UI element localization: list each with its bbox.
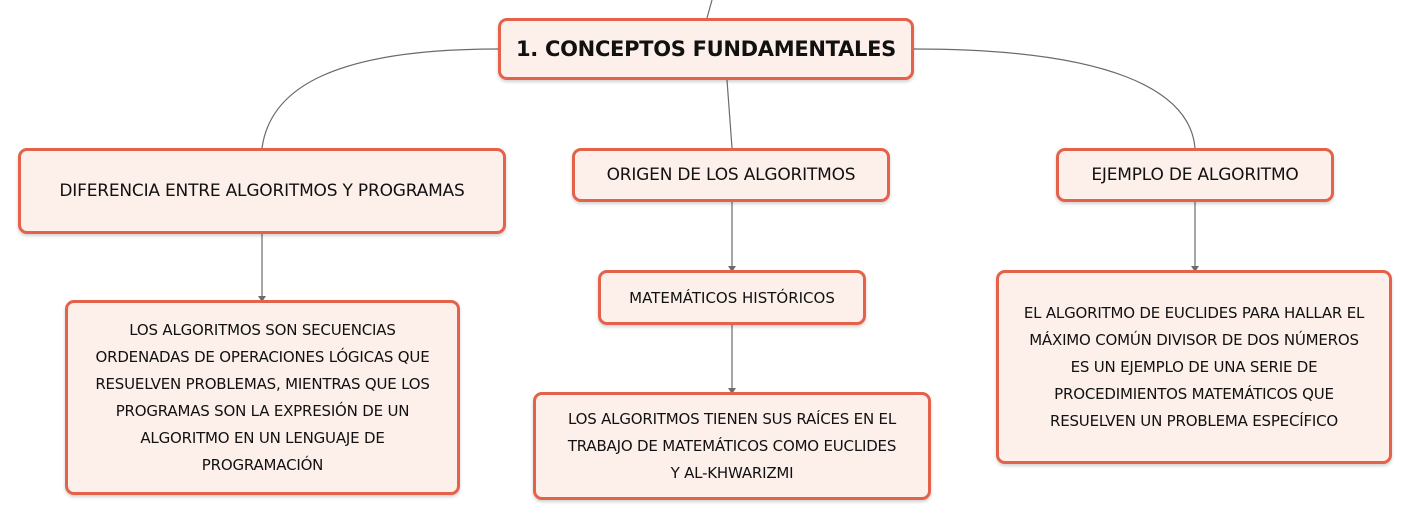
- text-line: Y AL-KHWARIZMI: [670, 463, 794, 482]
- text-line: TRABAJO DE MATEMÁTICOS COMO EUCLIDES: [567, 436, 897, 455]
- text-line: RESUELVEN UN PROBLEMA ESPECÍFICO: [1049, 411, 1338, 430]
- text-line: ES UN EJEMPLO DE UNA SERIE DE: [1070, 357, 1318, 376]
- node-label: ORIGEN DE LOS ALGORITMOS: [606, 165, 856, 185]
- text-line: PROGRAMACIÓN: [201, 455, 324, 474]
- node-ejemplo-description[interactable]: EL ALGORITMO DE EUCLIDES PARA HALLAR EL …: [996, 270, 1392, 464]
- root-label: 1. CONCEPTOS FUNDAMENTALES: [516, 37, 896, 61]
- connector-root-origen: [726, 79, 733, 149]
- arrowhead-origen-matematicos: [728, 266, 736, 272]
- node-matematicos-historicos[interactable]: MATEMÁTICOS HISTÓRICOS: [598, 270, 866, 325]
- text-line: LOS ALGORITMOS TIENEN SUS RAÍCES EN EL: [567, 409, 896, 428]
- node-matematicos-description[interactable]: LOS ALGORITMOS TIENEN SUS RAÍCES EN EL T…: [533, 392, 931, 500]
- node-diferencia-description[interactable]: LOS ALGORITMOS SON SECUENCIAS ORDENADAS …: [65, 300, 460, 495]
- text-line: PROGRAMAS SON LA EXPRESIÓN DE UN: [115, 401, 410, 420]
- connector-root-ejemplo: [913, 48, 1196, 149]
- text-line: PROCEDIMIENTOS MATEMÁTICOS QUE: [1054, 384, 1334, 403]
- arrowhead-diferencia-desc: [258, 296, 266, 302]
- text-line: EL ALGORITMO DE EUCLIDES PARA HALLAR EL: [1023, 303, 1365, 322]
- text-line: MÁXIMO COMÚN DIVISOR DE DOS NÚMEROS: [1029, 330, 1359, 349]
- node-text: EL ALGORITMO DE EUCLIDES PARA HALLAR EL …: [1024, 300, 1364, 435]
- connector-incoming: [706, 0, 713, 19]
- arrowhead-matematicos-desc: [728, 388, 736, 394]
- node-text: LOS ALGORITMOS TIENEN SUS RAÍCES EN EL T…: [567, 406, 897, 487]
- node-label: MATEMÁTICOS HISTÓRICOS: [629, 288, 835, 307]
- text-line: ORDENADAS DE OPERACIONES LÓGICAS QUE: [95, 347, 430, 366]
- text-line: RESUELVEN PROBLEMAS, MIENTRAS QUE LOS: [95, 374, 430, 393]
- root-node[interactable]: 1. CONCEPTOS FUNDAMENTALES: [498, 18, 914, 80]
- arrowhead-ejemplo-desc: [1191, 266, 1199, 272]
- node-diferencia-algoritmos-programas[interactable]: DIFERENCIA ENTRE ALGORITMOS Y PROGRAMAS: [18, 148, 506, 234]
- node-text: LOS ALGORITMOS SON SECUENCIAS ORDENADAS …: [95, 317, 430, 479]
- node-origen-algoritmos[interactable]: ORIGEN DE LOS ALGORITMOS: [572, 148, 890, 202]
- node-ejemplo-algoritmo[interactable]: EJEMPLO DE ALGORITMO: [1056, 148, 1334, 202]
- text-line: ALGORITMO EN UN LENGUAJE DE: [140, 428, 385, 447]
- text-line: LOS ALGORITMOS SON SECUENCIAS: [129, 320, 396, 339]
- connector-root-diferencia: [261, 48, 499, 149]
- node-label: EJEMPLO DE ALGORITMO: [1091, 165, 1299, 185]
- node-label: DIFERENCIA ENTRE ALGORITMOS Y PROGRAMAS: [59, 181, 465, 201]
